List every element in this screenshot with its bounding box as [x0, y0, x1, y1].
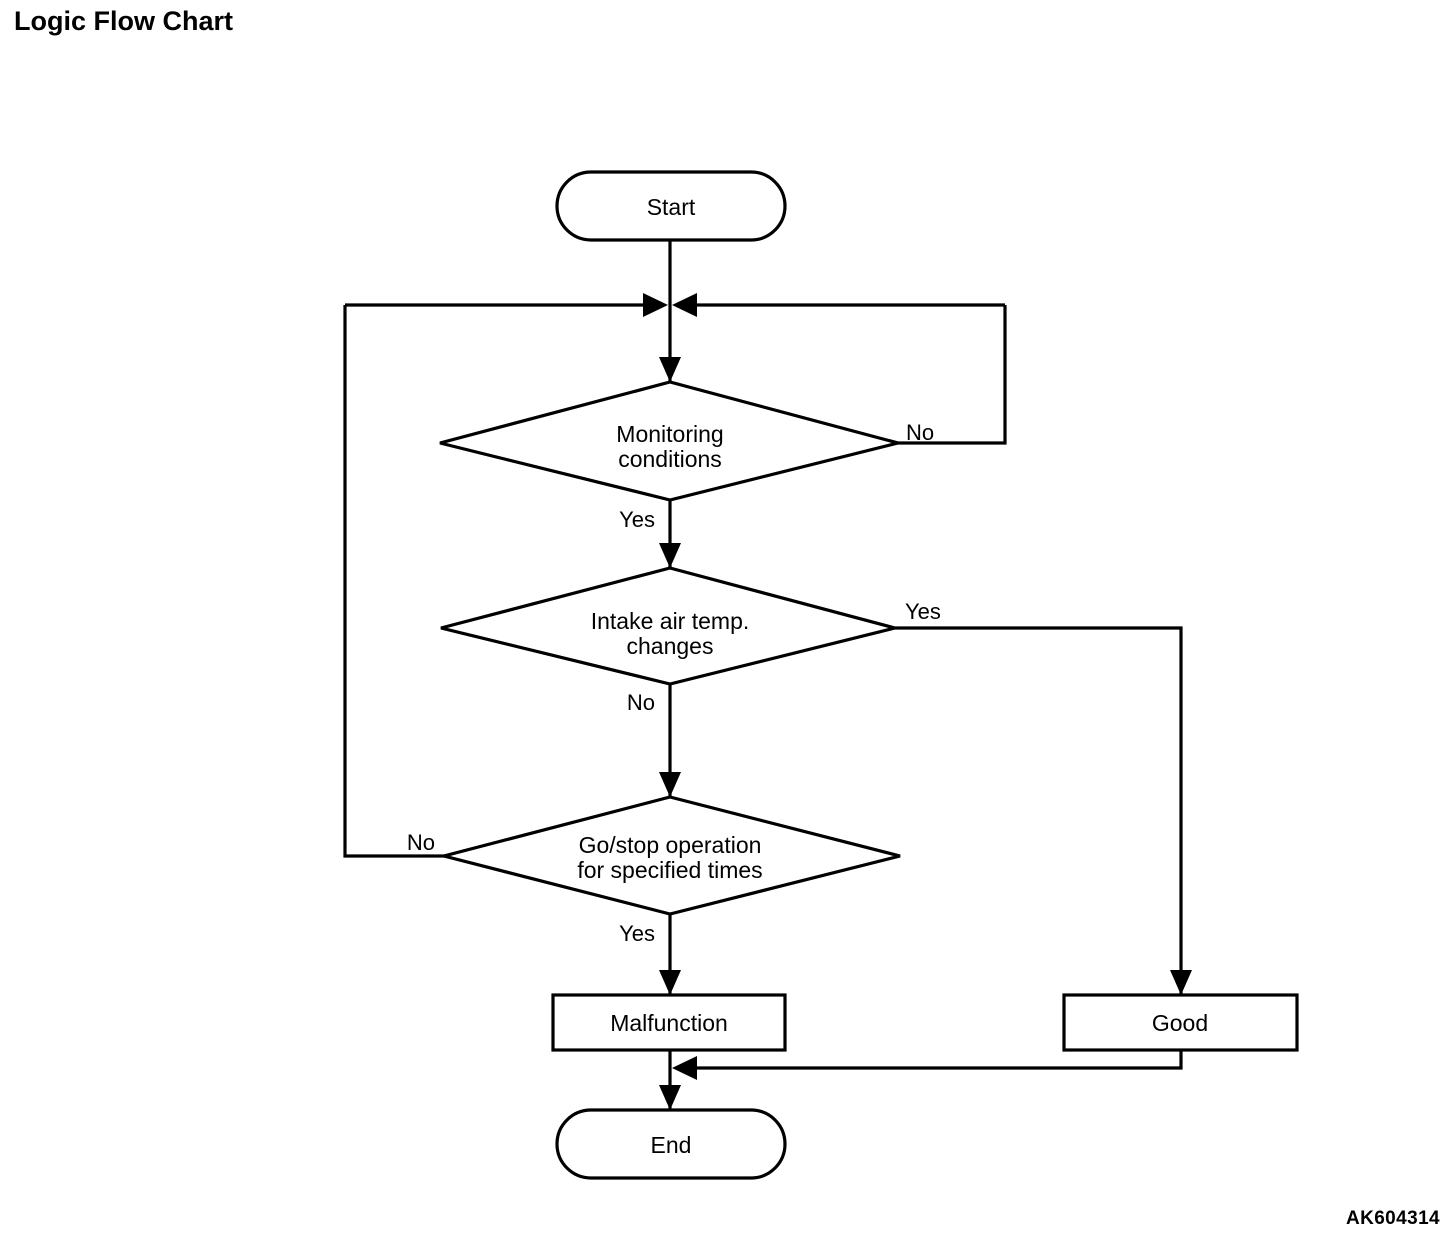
arrowhead-right-loop-merge	[672, 293, 697, 317]
node-monitoring-label-line1: Monitoring	[616, 421, 723, 447]
arrowhead-into-good	[1170, 970, 1192, 995]
node-end[interactable]	[555, 1108, 787, 1180]
page-title: Logic Flow Chart	[14, 6, 233, 36]
node-malfunction[interactable]	[551, 993, 787, 1052]
arrowhead-left-loop-merge	[643, 293, 668, 317]
node-intake-air-temp[interactable]	[440, 566, 896, 686]
edge-intake-yes	[895, 626, 1183, 995]
arrowhead-good-merge	[672, 1056, 697, 1080]
edge-label-gostop-yes: Yes	[619, 921, 655, 946]
node-intake-label-line1: Intake air temp.	[591, 608, 750, 634]
node-start-label: Start	[647, 194, 696, 220]
node-gostop-label-line1: Go/stop operation	[579, 832, 762, 858]
node-malfunction-label: Malfunction	[610, 1010, 728, 1036]
node-gostop-label-line2: for specified times	[577, 857, 762, 883]
edge-label-monitoring-no: No	[906, 420, 934, 445]
arrowhead-into-end	[659, 1085, 681, 1110]
edge-label-intake-yes: Yes	[905, 599, 941, 624]
node-start[interactable]	[555, 170, 787, 242]
node-good[interactable]	[1062, 993, 1299, 1052]
arrowhead-into-gostop	[659, 772, 681, 797]
arrowhead-into-malfunction	[659, 970, 681, 995]
node-intake-label-line2: changes	[627, 633, 714, 659]
node-gostop-operation[interactable]	[437, 795, 901, 916]
node-monitoring-label-line2: conditions	[618, 446, 722, 472]
edge-label-intake-no: No	[627, 690, 655, 715]
edge-gostop-no	[343, 305, 444, 858]
node-monitoring-conditions[interactable]	[439, 380, 905, 502]
arrowhead-into-monitoring	[659, 357, 681, 382]
edge-monitoring-no	[898, 305, 1007, 445]
edge-label-monitoring-yes: Yes	[619, 507, 655, 532]
node-good-label: Good	[1152, 1010, 1208, 1036]
node-end-label: End	[651, 1132, 692, 1158]
edge-label-gostop-no: No	[407, 830, 435, 855]
reference-code: AK604314	[1345, 1208, 1440, 1229]
arrowhead-into-intake	[659, 543, 681, 568]
edge-good-to-end	[678, 1050, 1183, 1070]
